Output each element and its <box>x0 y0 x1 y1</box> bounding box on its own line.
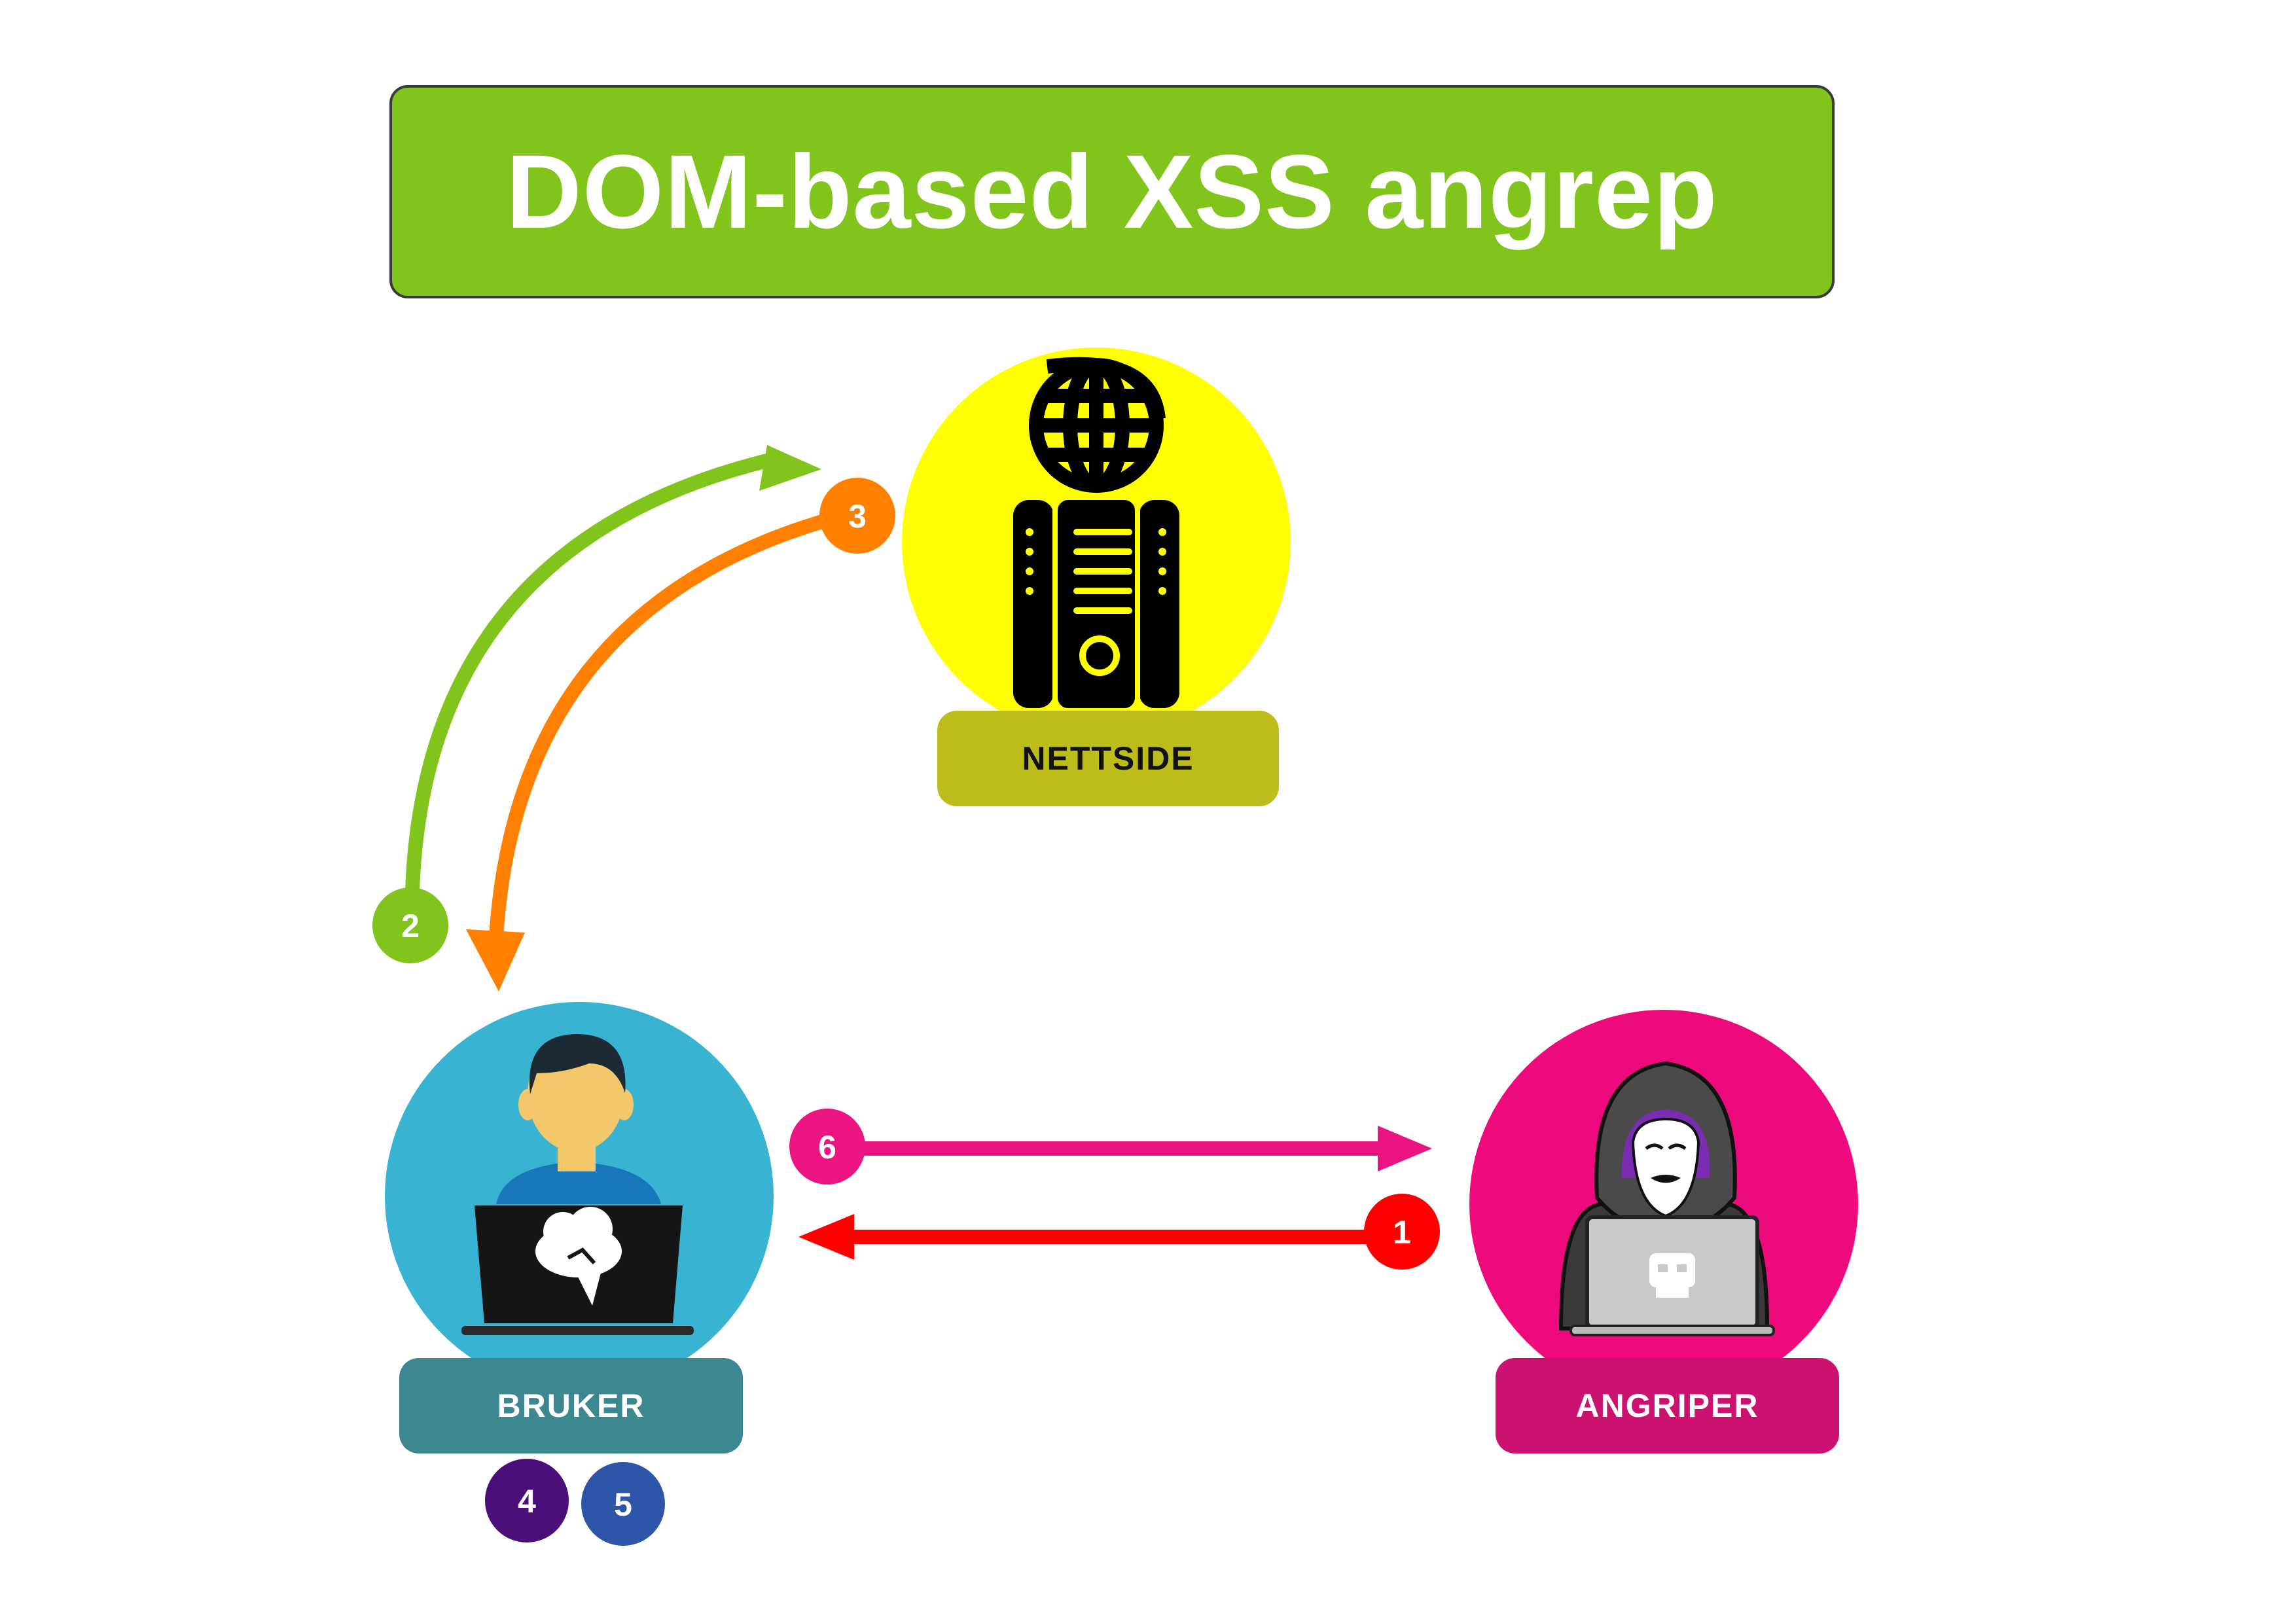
step-badge-5: 5 <box>581 1462 665 1546</box>
attacker-label: ANGRIPER <box>1496 1358 1839 1454</box>
globe-icon <box>1029 357 1166 493</box>
diagram-title: DOM-based XSS angrep <box>506 133 1718 250</box>
user-person-icon <box>496 1034 661 1204</box>
skull-icon <box>1649 1253 1695 1298</box>
step-badge-3-number: 3 <box>848 498 867 535</box>
step-badge-4-number: 4 <box>518 1483 536 1520</box>
arrow-step-3 <box>466 512 834 991</box>
step-badge-2: 2 <box>372 887 448 963</box>
hacker-icon <box>1558 1061 1775 1336</box>
step-badge-3: 3 <box>819 478 895 554</box>
user-label: BRUKER <box>399 1358 743 1454</box>
arrow-step-6 <box>848 1126 1432 1171</box>
arrow-step-1 <box>798 1214 1391 1260</box>
step-badge-6: 6 <box>789 1109 865 1185</box>
step-badge-4: 4 <box>485 1459 569 1543</box>
step-badge-1: 1 <box>1364 1194 1440 1270</box>
arrow-step-2 <box>405 445 821 891</box>
step-badge-2-number: 2 <box>401 908 420 944</box>
website-label: NETTSIDE <box>937 711 1279 806</box>
step-badge-1-number: 1 <box>1393 1214 1411 1251</box>
server-globe-icon <box>1013 357 1179 713</box>
cloud-chat-icon <box>535 1207 622 1306</box>
step-badge-6-number: 6 <box>818 1129 836 1166</box>
user-laptop-icon <box>461 1205 694 1335</box>
step-badge-5-number: 5 <box>614 1486 632 1523</box>
title-banner: DOM-based XSS angrep <box>389 85 1835 298</box>
